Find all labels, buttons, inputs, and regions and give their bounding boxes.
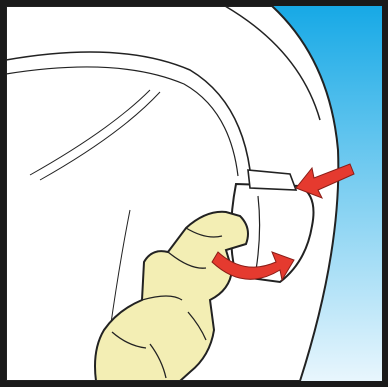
illustration bbox=[0, 0, 388, 387]
illustration-svg bbox=[0, 0, 388, 387]
